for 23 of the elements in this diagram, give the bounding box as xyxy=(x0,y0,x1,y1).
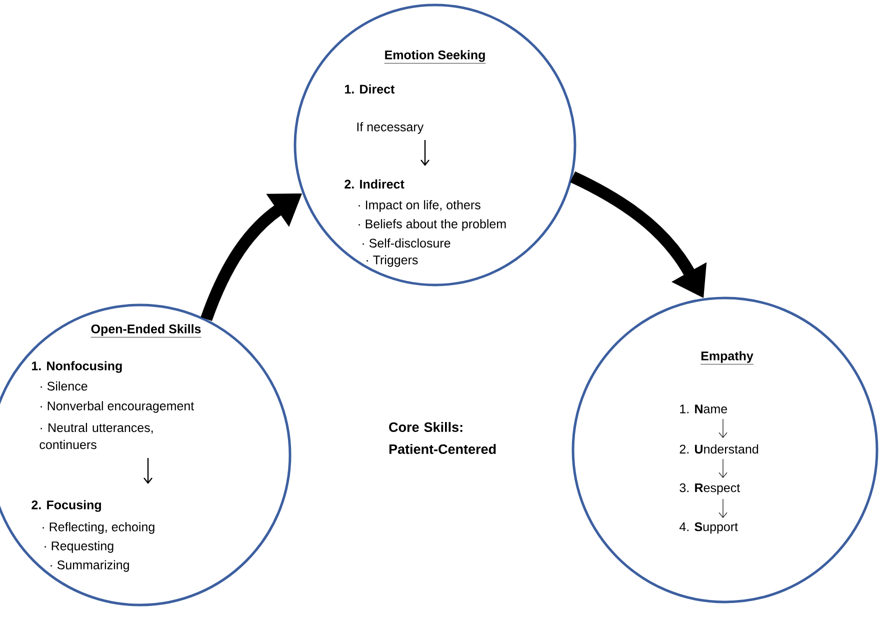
list-item: · Impact on life, others xyxy=(358,200,480,212)
list-item: 4. Support xyxy=(679,522,738,534)
heading: 2. Focusing xyxy=(32,500,101,512)
list-item: 2. Understand xyxy=(680,444,758,454)
center-label: Core Skills: Patient-Centered xyxy=(389,422,496,454)
circle-title: Empathy xyxy=(700,351,754,364)
list-item: · Neutral utterances, continuers xyxy=(40,422,153,450)
circle-title: Emotion Seeking xyxy=(384,50,486,64)
heading: 1. Nonfocusing xyxy=(32,361,122,373)
heading: 2. Indirect xyxy=(344,179,404,189)
list-item: · Requesting xyxy=(44,541,114,553)
list-item: · Nonverbal encouragement xyxy=(40,401,194,413)
list-item: · Triggers xyxy=(366,255,418,267)
list-item: · Summarizing xyxy=(50,560,129,572)
list-item: 1. Name xyxy=(680,404,728,414)
list-item: · Self-disclosure xyxy=(362,238,450,248)
heading: 1. Direct xyxy=(345,84,395,94)
circle-title: Open-Ended Skills xyxy=(90,324,202,338)
list-item: If necessary xyxy=(357,122,424,134)
list-item: 3. Respect xyxy=(680,483,740,495)
list-item: · Silence xyxy=(40,381,88,391)
list-item: · Reflecting, echoing xyxy=(42,522,154,534)
list-item: · Beliefs about the problem xyxy=(358,219,506,231)
